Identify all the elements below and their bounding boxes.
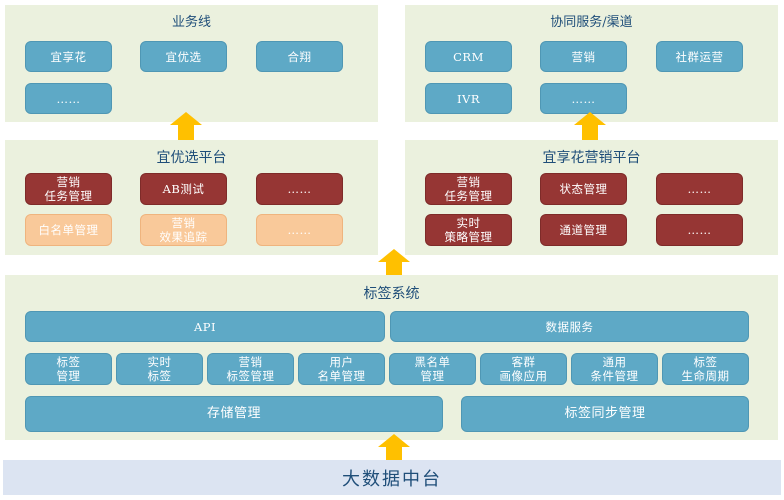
- tag-sync: 标签同步管理: [461, 396, 749, 432]
- yxh-item-more2: ……: [656, 214, 743, 246]
- tag-data-service: 数据服务: [390, 311, 749, 342]
- yyx-item-whitelist: 白名单管理: [25, 214, 112, 246]
- business-line-title: 业务线: [171, 15, 211, 30]
- arrow-up-icon: [378, 249, 410, 277]
- yxh-item-more: ……: [656, 173, 743, 205]
- yxh-item-strategy: 实时 策略管理: [425, 214, 512, 246]
- business-item-yixianghua: 宜享花: [25, 41, 112, 72]
- yyx-item-effect: 营销 效果追踪: [140, 214, 227, 246]
- yyx-item-task: 营销 任务管理: [25, 173, 112, 205]
- yyx-item-more2: ……: [256, 214, 343, 246]
- collab-service-title: 协同服务/渠道: [550, 15, 633, 30]
- tag-system-panel: 标签系统 API 数据服务 标签 管理 实时 标签 营销 标签管理 用户 名单管…: [5, 275, 778, 440]
- tag-api: API: [25, 311, 385, 342]
- business-item-hexiang: 合翔: [256, 41, 343, 72]
- collab-item-community: 社群运营: [656, 41, 743, 72]
- tag-storage: 存储管理: [25, 396, 443, 432]
- tag-module-blacklist: 黑名单 管理: [389, 353, 476, 385]
- yyx-item-more: ……: [256, 173, 343, 205]
- collab-service-panel: 协同服务/渠道 CRM 营销 社群运营 IVR ……: [405, 5, 778, 122]
- tag-module-tag-management: 标签 管理: [25, 353, 112, 385]
- business-item-yiyouxuan: 宜优选: [140, 41, 227, 72]
- tag-module-user-list: 用户 名单管理: [298, 353, 385, 385]
- yxh-item-channel: 通道管理: [540, 214, 627, 246]
- yixianghua-platform-panel: 宜享花营销平台 营销 任务管理 状态管理 …… 实时 策略管理 通道管理 ……: [405, 140, 778, 255]
- collab-item-ivr: IVR: [425, 83, 512, 114]
- yxh-item-status: 状态管理: [540, 173, 627, 205]
- business-line-panel: 业务线 宜享花 宜优选 合翔 ……: [5, 5, 378, 122]
- business-item-more: ……: [25, 83, 112, 114]
- tag-module-audience: 客群 画像应用: [480, 353, 567, 385]
- yxh-item-task: 营销 任务管理: [425, 173, 512, 205]
- tag-module-marketing: 营销 标签管理: [207, 353, 294, 385]
- yiyouxuan-platform-title: 宜优选平台: [156, 150, 227, 166]
- tag-module-realtime: 实时 标签: [116, 353, 203, 385]
- yyx-item-abtest: AB测试: [140, 173, 227, 205]
- tag-module-lifecycle: 标签 生命周期: [662, 353, 749, 385]
- tag-module-condition: 通用 条件管理: [571, 353, 658, 385]
- big-data-platform: 大数据中台: [3, 460, 781, 495]
- tag-system-title: 标签系统: [363, 286, 420, 302]
- arrow-up-icon: [378, 434, 410, 462]
- collab-item-more: ……: [540, 83, 627, 114]
- arrow-up-icon: [170, 112, 202, 140]
- yiyouxuan-platform-panel: 宜优选平台 营销 任务管理 AB测试 …… 白名单管理 营销 效果追踪 ……: [5, 140, 378, 255]
- arrow-up-icon: [574, 112, 606, 140]
- collab-item-marketing: 营销: [540, 41, 627, 72]
- collab-item-crm: CRM: [425, 41, 512, 72]
- yixianghua-platform-title: 宜享花营销平台: [542, 150, 641, 166]
